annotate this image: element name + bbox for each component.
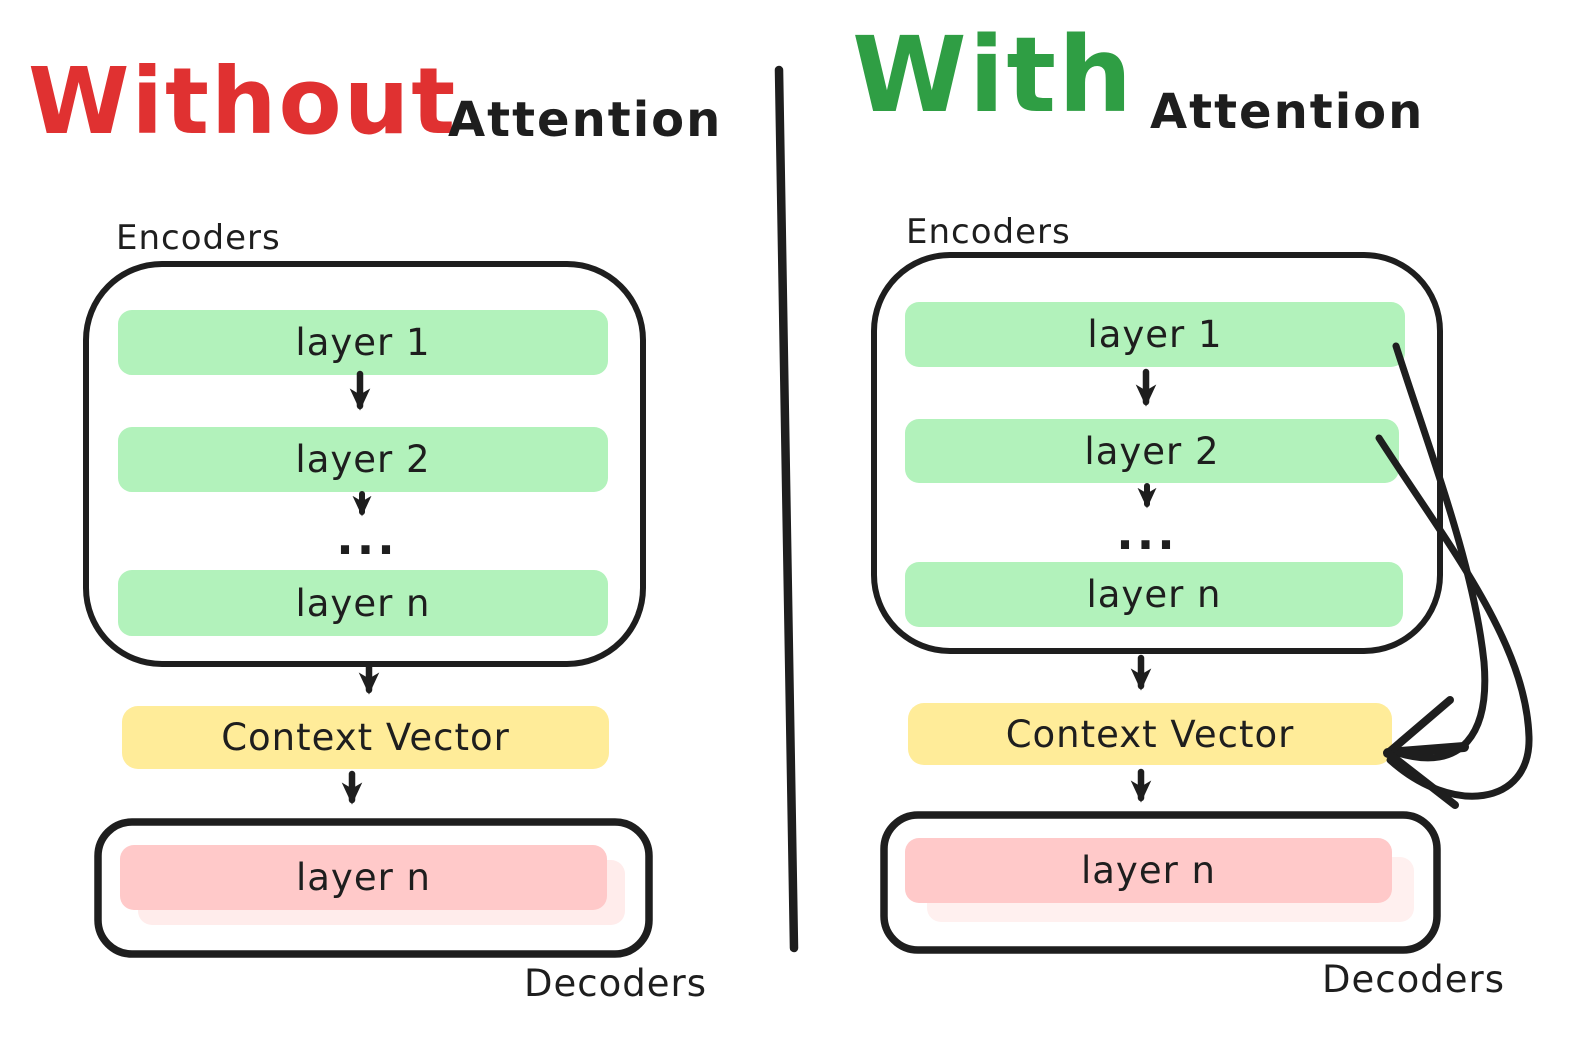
panel-divider-line bbox=[774, 65, 799, 953]
left-decoders-label: Decoders bbox=[524, 962, 707, 1005]
right-title-rest: Attention bbox=[1150, 84, 1425, 140]
right-encoder-layer-n: layer n bbox=[905, 562, 1403, 627]
left-title-emphasis: Without bbox=[28, 48, 458, 155]
right-context-vector: Context Vector bbox=[908, 703, 1392, 765]
left-decoder-layer-n: layer n bbox=[120, 845, 607, 910]
left-encoder-layer-1: layer 1 bbox=[118, 310, 608, 375]
right-attention-curve-layer1-to-context bbox=[1392, 342, 1489, 762]
right-encoders-label: Encoders bbox=[906, 212, 1071, 252]
left-context-vector: Context Vector bbox=[122, 706, 609, 769]
right-attention-arrowhead bbox=[1383, 696, 1469, 809]
right-attention-arrowhead-upper-barb bbox=[1384, 696, 1454, 757]
left-title-rest: Attention bbox=[448, 92, 723, 148]
right-title-emphasis: With bbox=[852, 14, 1135, 136]
right-encoder-layer-1: layer 1 bbox=[905, 302, 1405, 367]
right-decoders-label: Decoders bbox=[1322, 958, 1505, 1001]
right-encoder-layer-2: layer 2 bbox=[905, 419, 1399, 483]
right-attention-arrowhead-lower-barb bbox=[1384, 749, 1459, 809]
right-decoder-layer-n: layer n bbox=[905, 838, 1392, 903]
right-attention-arrowhead-shaft bbox=[1383, 742, 1469, 758]
left-encoders-label: Encoders bbox=[116, 218, 281, 258]
left-encoder-layer-2: layer 2 bbox=[118, 427, 608, 492]
left-ellipsis: ... bbox=[336, 511, 398, 565]
left-encoder-layer-n: layer n bbox=[118, 570, 608, 636]
right-ellipsis: ... bbox=[1116, 506, 1178, 560]
